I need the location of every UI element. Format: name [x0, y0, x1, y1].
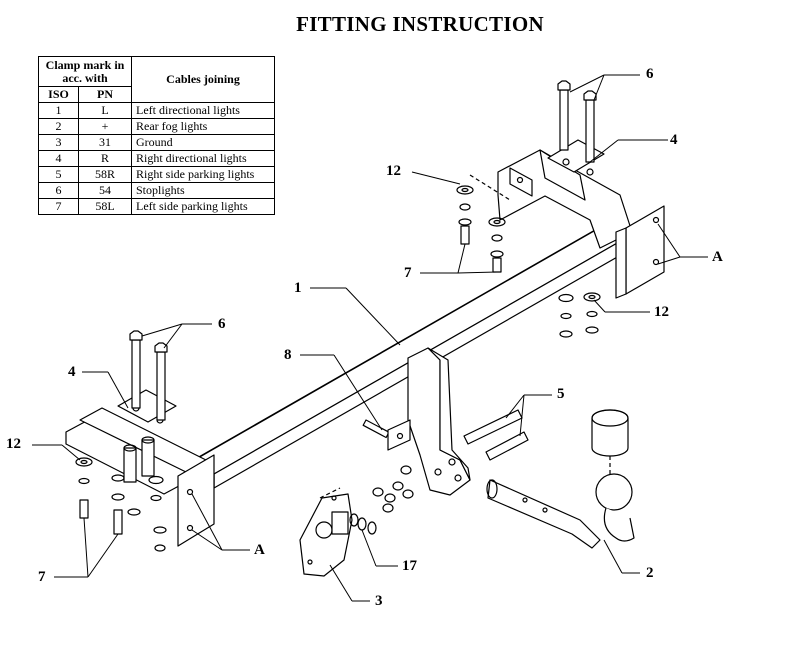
cable-legend-table: Clamp mark in acc. with Cables joining I…: [38, 56, 275, 215]
callout-towball: 2: [646, 565, 654, 581]
left-bolts: [129, 330, 168, 421]
leader-lines: [32, 74, 708, 602]
top-washers-nuts: [456, 174, 511, 273]
socket-bolt-part: [349, 513, 377, 535]
iso-cell: 7: [38, 198, 79, 215]
pn-cell: 58L: [78, 198, 132, 215]
desc-cell: Right directional lights: [131, 150, 275, 167]
callout-plate-left: 4: [68, 364, 76, 380]
tow-ball-part: [486, 409, 635, 549]
callout-bolts-top-right: 6: [646, 66, 654, 82]
desc-cell: Ground: [131, 134, 275, 151]
desc-cell: Right side parking lights: [131, 166, 275, 183]
callout-bolts-left: 6: [218, 316, 226, 332]
desc-cell: Stoplights: [131, 182, 275, 199]
ball-nuts-stack: [372, 465, 414, 513]
left-washers-nuts: [75, 457, 167, 552]
callout-nuts-left: 7: [38, 569, 46, 585]
callout-washers-left: 12: [6, 436, 21, 452]
callout-plate-top-right: 4: [670, 132, 678, 148]
right-mount-plate: [615, 205, 665, 299]
callout-crossbar: 1: [294, 280, 302, 296]
socket-plate-part: [299, 487, 353, 577]
callout-bracket-bolt: 8: [284, 347, 292, 363]
callout-socket-bolt: 17: [402, 558, 417, 574]
cross-bar-part: [189, 222, 627, 489]
callout-socket-plate: 3: [375, 593, 383, 609]
cables-joining-header: Cables joining: [131, 56, 275, 103]
bracket-bolt-part: [362, 419, 411, 451]
callout-mount-right: A: [712, 249, 723, 265]
pn-cell: 54: [78, 182, 132, 199]
right-bracket: [497, 139, 633, 249]
page-title: FITTING INSTRUCTION: [296, 12, 544, 36]
clamp-mark-header: Clamp mark in acc. with: [38, 56, 132, 87]
callout-mount-left: A: [254, 542, 265, 558]
right-lower-washers: [558, 292, 601, 338]
pn-header: PN: [78, 86, 132, 103]
pn-cell: 31: [78, 134, 132, 151]
ball-bolts-part: [463, 409, 529, 461]
callout-ball-bolts: 5: [557, 386, 565, 402]
callout-nuts-top: 7: [404, 265, 412, 281]
callout-washers-right: 12: [654, 304, 669, 320]
callout-washers-top: 12: [386, 163, 401, 179]
towball-arms: [407, 347, 471, 496]
desc-cell: Left side parking lights: [131, 198, 275, 215]
